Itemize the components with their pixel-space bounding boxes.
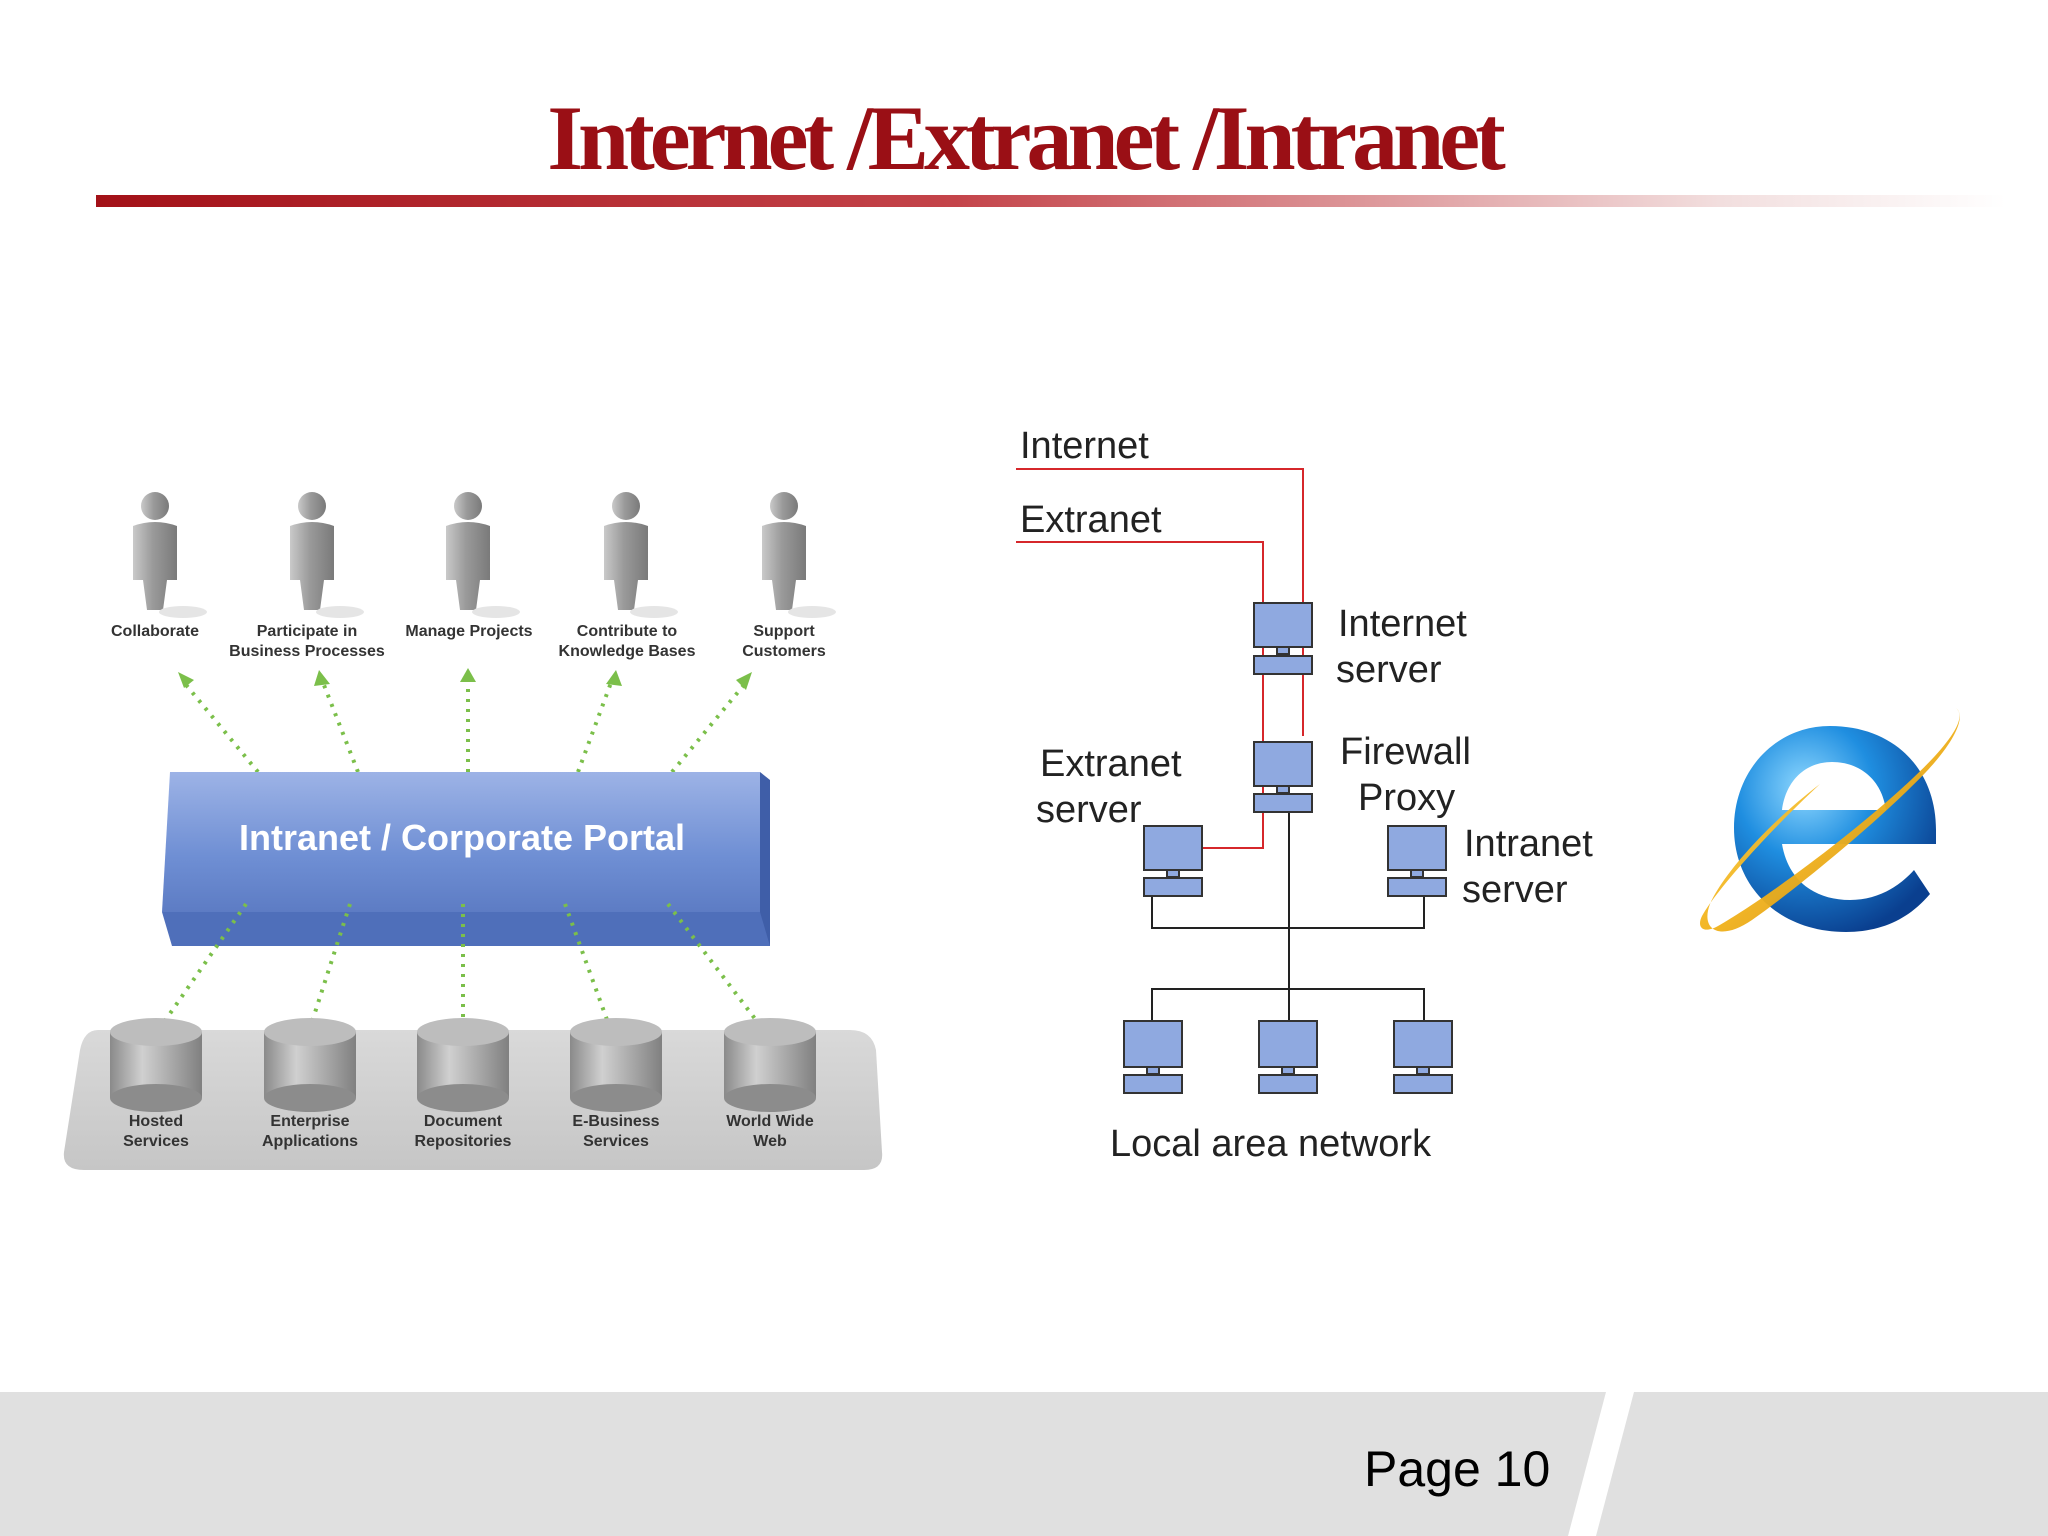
extranet-server-label: Extranet bbox=[1040, 743, 1182, 785]
extranet-server-computer-icon bbox=[1143, 825, 1203, 897]
source-label: E-Business bbox=[572, 1113, 659, 1130]
person-label: Support bbox=[753, 623, 815, 640]
database-cylinder-icon bbox=[724, 1018, 816, 1112]
person-icon bbox=[290, 492, 364, 618]
lan-computer-icon bbox=[1393, 1020, 1453, 1094]
downward-arrows bbox=[158, 902, 764, 1030]
database-cylinder-icon bbox=[110, 1018, 202, 1112]
upward-arrows bbox=[180, 678, 750, 774]
internet-server-computer-icon bbox=[1253, 602, 1313, 675]
person-label: Collaborate bbox=[111, 623, 199, 640]
lan-links bbox=[1151, 812, 1425, 1021]
internet-explorer-logo-icon bbox=[1699, 708, 1960, 932]
internet-server-label: Internet bbox=[1338, 603, 1467, 645]
portal-box bbox=[162, 772, 760, 912]
source-label: Document bbox=[424, 1113, 503, 1130]
person-icon bbox=[446, 492, 520, 618]
person-label: Contribute to bbox=[577, 623, 678, 640]
source-label: Hosted bbox=[129, 1113, 183, 1130]
portal-label: Intranet / Corporate Portal bbox=[239, 817, 685, 858]
slide-title: Internet /Extranet /Intranet bbox=[547, 87, 1506, 189]
arrow-head-icon bbox=[736, 672, 752, 690]
person-icon bbox=[133, 492, 207, 618]
source-label: Services bbox=[123, 1133, 189, 1150]
arrow-head-icon bbox=[314, 670, 330, 686]
person-label: Participate in bbox=[257, 623, 357, 640]
arrow-head-icon bbox=[178, 672, 194, 688]
lan-computer-icon bbox=[1258, 1020, 1318, 1094]
firewall-label: Firewall bbox=[1340, 731, 1471, 773]
lan-label: Local area network bbox=[1110, 1123, 1432, 1165]
source-label: Services bbox=[583, 1133, 649, 1150]
source-label: Repositories bbox=[415, 1133, 512, 1150]
page-number: Page 10 bbox=[1364, 1441, 1551, 1497]
database-cylinder-icon bbox=[570, 1018, 662, 1112]
person-label: Knowledge Bases bbox=[559, 643, 696, 660]
person-icon bbox=[762, 492, 836, 618]
source-label: World Wide bbox=[726, 1113, 814, 1130]
person-icon bbox=[604, 492, 678, 618]
arrow-head-icon bbox=[460, 668, 476, 682]
person-label: Customers bbox=[742, 643, 826, 660]
source-label: Enterprise bbox=[270, 1113, 349, 1130]
person-label: Manage Projects bbox=[405, 623, 532, 640]
portal-box-bottom bbox=[162, 912, 770, 946]
internet-server-label: server bbox=[1336, 649, 1442, 691]
extranet-server-label: server bbox=[1036, 789, 1142, 831]
portal-box-side bbox=[760, 772, 770, 946]
source-label: Web bbox=[753, 1133, 787, 1150]
firewall-proxy-computer-icon bbox=[1253, 741, 1313, 813]
source-label: Applications bbox=[262, 1133, 358, 1150]
database-cylinder-icon bbox=[264, 1018, 356, 1112]
intranet-server-computer-icon bbox=[1387, 825, 1447, 897]
intranet-server-label: server bbox=[1462, 869, 1568, 911]
person-label: Business Processes bbox=[229, 643, 385, 660]
arrow-head-icon bbox=[606, 670, 622, 686]
footer-bar bbox=[0, 1392, 2048, 1536]
lan-computer-icon bbox=[1123, 1020, 1183, 1094]
proxy-label: Proxy bbox=[1358, 777, 1455, 819]
internet-label: Internet bbox=[1020, 425, 1149, 467]
extranet-label: Extranet bbox=[1020, 499, 1162, 541]
database-cylinder-icon bbox=[417, 1018, 509, 1112]
title-underline bbox=[96, 195, 2006, 207]
intranet-server-label: Intranet bbox=[1464, 823, 1593, 865]
